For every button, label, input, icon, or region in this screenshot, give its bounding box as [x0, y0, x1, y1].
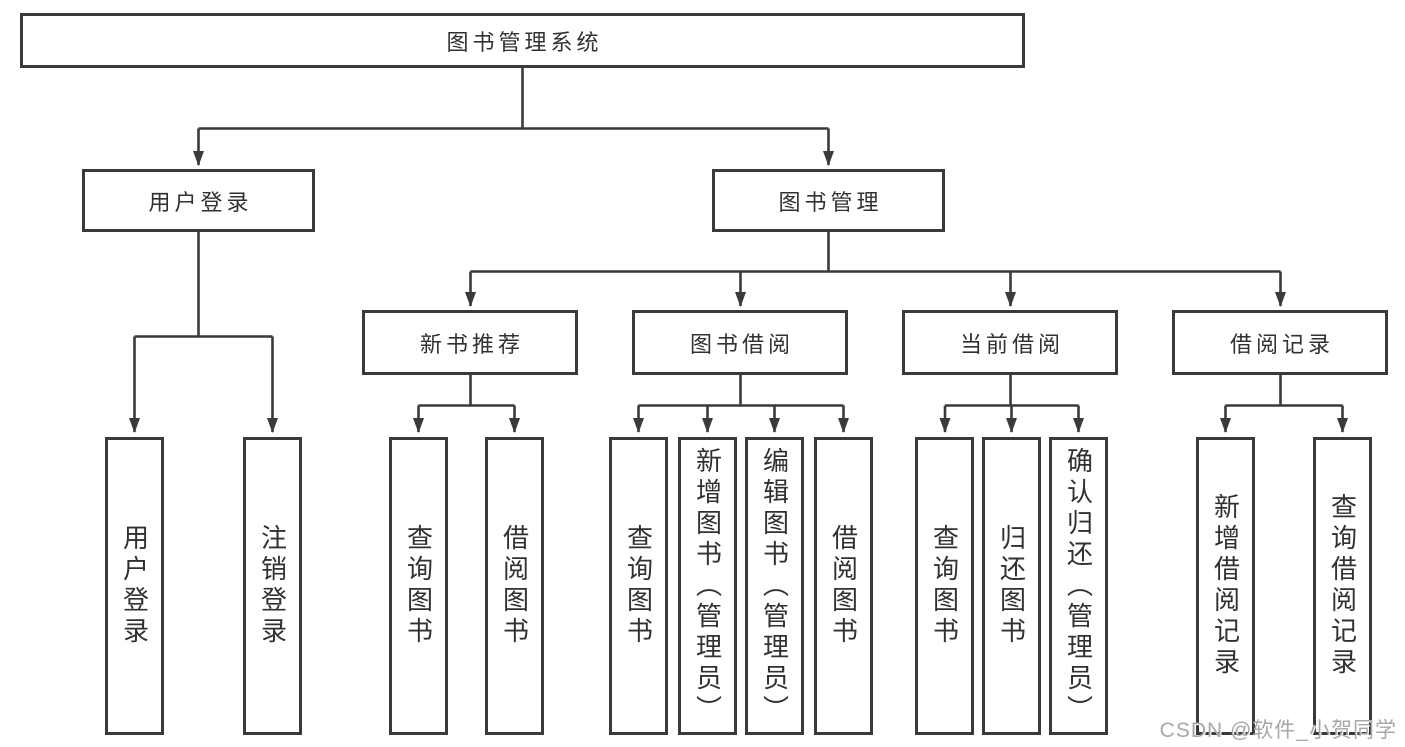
- node-borrowing-records-label: 借阅记录: [1229, 331, 1334, 357]
- node-current-borrowing: 当前借阅: [902, 310, 1118, 375]
- node-book-management: 图书管理: [712, 169, 945, 232]
- leaf-recommend-borrow-book: 借阅图书: [485, 437, 544, 735]
- leaf-logout-label: 注销登录: [257, 524, 288, 648]
- node-book-management-label: 图书管理: [778, 189, 883, 215]
- leaf-user-login-label: 用户登录: [119, 524, 150, 648]
- leaf-borrowing-borrow-book-label: 借阅图书: [828, 524, 859, 648]
- node-user-login-label: 用户登录: [148, 189, 253, 215]
- node-new-book-recommend-label: 新书推荐: [419, 331, 524, 357]
- leaf-borrowing-add-book-admin-label: 新增图书（管理员）: [692, 446, 723, 726]
- leaf-current-return-book: 归还图书: [982, 437, 1041, 735]
- leaf-borrowing-edit-book-admin-label: 编辑图书（管理员）: [759, 446, 790, 726]
- leaf-current-query-book-label: 查询图书: [929, 524, 960, 648]
- leaf-recommend-query-book-label: 查询图书: [403, 524, 434, 648]
- leaf-recommend-borrow-book-label: 借阅图书: [499, 524, 530, 648]
- leaf-borrowing-edit-book-admin: 编辑图书（管理员）: [745, 437, 804, 735]
- node-book-borrowing: 图书借阅: [632, 310, 848, 375]
- leaf-records-add-record: 新增借阅记录: [1196, 437, 1255, 735]
- node-new-book-recommend: 新书推荐: [362, 310, 578, 375]
- leaf-records-query-record-label: 查询借阅记录: [1327, 493, 1358, 679]
- leaf-recommend-query-book: 查询图书: [389, 437, 448, 735]
- leaf-borrowing-query-book: 查询图书: [609, 437, 668, 735]
- leaf-borrowing-borrow-book: 借阅图书: [814, 437, 873, 735]
- leaf-user-login: 用户登录: [105, 437, 164, 735]
- leaf-current-return-book-label: 归还图书: [996, 524, 1027, 648]
- node-root-label: 图书管理系统: [446, 29, 603, 55]
- leaf-current-confirm-return-admin: 确认归还（管理员）: [1049, 437, 1108, 735]
- leaf-borrowing-add-book-admin: 新增图书（管理员）: [678, 437, 737, 735]
- node-borrowing-records: 借阅记录: [1172, 310, 1388, 375]
- node-root: 图书管理系统: [20, 13, 1025, 68]
- leaf-current-query-book: 查询图书: [915, 437, 974, 735]
- node-current-borrowing-label: 当前借阅: [959, 331, 1064, 357]
- leaf-records-add-record-label: 新增借阅记录: [1210, 493, 1241, 679]
- leaf-records-query-record: 查询借阅记录: [1313, 437, 1372, 735]
- leaf-current-confirm-return-admin-label: 确认归还（管理员）: [1063, 446, 1094, 726]
- leaf-borrowing-query-book-label: 查询图书: [623, 524, 654, 648]
- node-book-borrowing-label: 图书借阅: [689, 331, 794, 357]
- csdn-watermark: CSDN @软件_小贺同学: [1159, 719, 1397, 742]
- leaf-logout: 注销登录: [243, 437, 302, 735]
- node-user-login: 用户登录: [82, 169, 315, 232]
